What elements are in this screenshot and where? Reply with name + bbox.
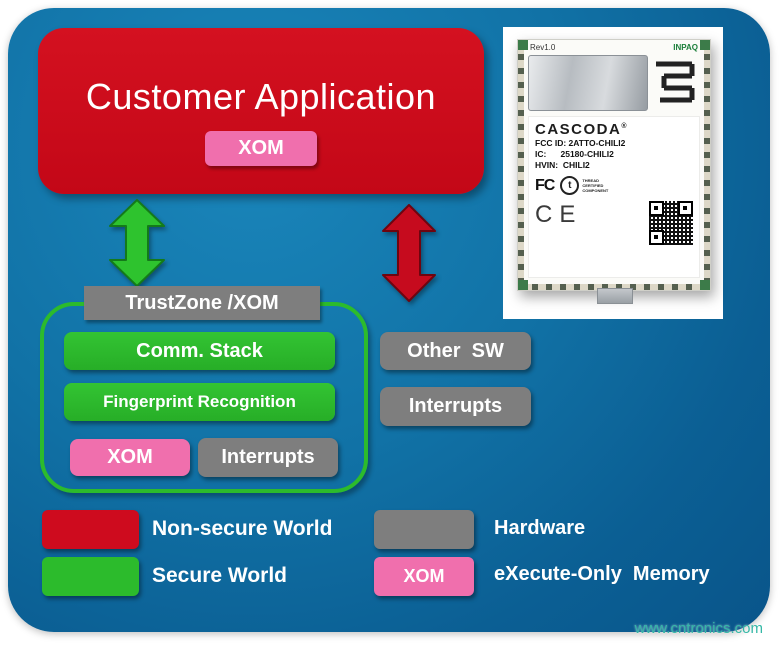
fcc-logo: FC bbox=[535, 176, 555, 194]
pcb-corner bbox=[700, 40, 710, 50]
customer-application-box: Customer Application XOM bbox=[38, 28, 484, 194]
legend-swatch-xom: XOM bbox=[374, 557, 474, 596]
chip-rev-text: Rev1.0 bbox=[530, 43, 556, 52]
ce-mark: CE bbox=[535, 201, 583, 228]
comm-stack-box: Comm. Stack bbox=[64, 332, 335, 370]
chip-ic: IC: 25180-CHILI2 bbox=[535, 149, 614, 159]
chip-hvin: HVIN: CHILI2 bbox=[535, 160, 590, 170]
legend-label-xom: eXecute-Only Memory bbox=[494, 563, 710, 585]
chili2-module: Rev1.0 INPAQ CASCODA® FCC ID: 2ATTO-CHIL… bbox=[517, 39, 711, 304]
pcb-corner bbox=[700, 280, 710, 290]
watermark-text: www.cntronics.com bbox=[634, 620, 763, 637]
customer-application-title: Customer Application bbox=[85, 76, 437, 117]
legend-swatch-non-secure bbox=[42, 510, 139, 549]
green-double-arrow-icon bbox=[109, 199, 165, 287]
chip-vendor-text: INPAQ bbox=[673, 43, 698, 52]
castellated-edge-bottom bbox=[518, 284, 710, 290]
pcb-corner bbox=[518, 280, 528, 290]
non-secure-interrupts-box: Interrupts bbox=[380, 387, 531, 426]
castellated-edge-left bbox=[518, 40, 524, 290]
chip-module-photo: Rev1.0 INPAQ CASCODA® FCC ID: 2ATTO-CHIL… bbox=[503, 27, 723, 319]
legend-swatch-secure bbox=[42, 557, 139, 596]
trustzone-xom-badge: XOM bbox=[70, 439, 190, 476]
legend-label-hardware: Hardware bbox=[494, 517, 586, 539]
qr-code bbox=[649, 201, 693, 245]
chip-label-area: CASCODA® FCC ID: 2ATTO-CHILI2 IC: 25180-… bbox=[528, 116, 700, 278]
thread-certified-text: THREAD CERTIFIED COMPONENT bbox=[582, 178, 609, 193]
trustzone-interrupts-box: Interrupts bbox=[198, 438, 338, 477]
trustzone-header: TrustZone /XOM bbox=[84, 286, 320, 320]
legend-label-non-secure: Non-secure World bbox=[152, 517, 333, 540]
other-sw-box: Other SW bbox=[380, 332, 531, 370]
castellated-edge-right bbox=[704, 40, 710, 290]
cascoda-brand: CASCODA® bbox=[535, 121, 629, 138]
fingerprint-recognition-box: Fingerprint Recognition bbox=[64, 383, 335, 421]
legend-label-secure: Secure World bbox=[152, 564, 287, 587]
module-connector-tab bbox=[597, 288, 633, 304]
antenna-trace bbox=[652, 56, 700, 108]
chip-fcc-id: FCC ID: 2ATTO-CHILI2 bbox=[535, 138, 626, 148]
pcb-corner bbox=[518, 40, 528, 50]
thread-certified-logo: t THREAD CERTIFIED COMPONENT bbox=[560, 176, 608, 195]
red-double-arrow-icon bbox=[382, 204, 436, 302]
rf-shield bbox=[528, 55, 648, 111]
legend-swatch-hardware bbox=[374, 510, 474, 549]
app-xom-badge: XOM bbox=[205, 131, 317, 166]
